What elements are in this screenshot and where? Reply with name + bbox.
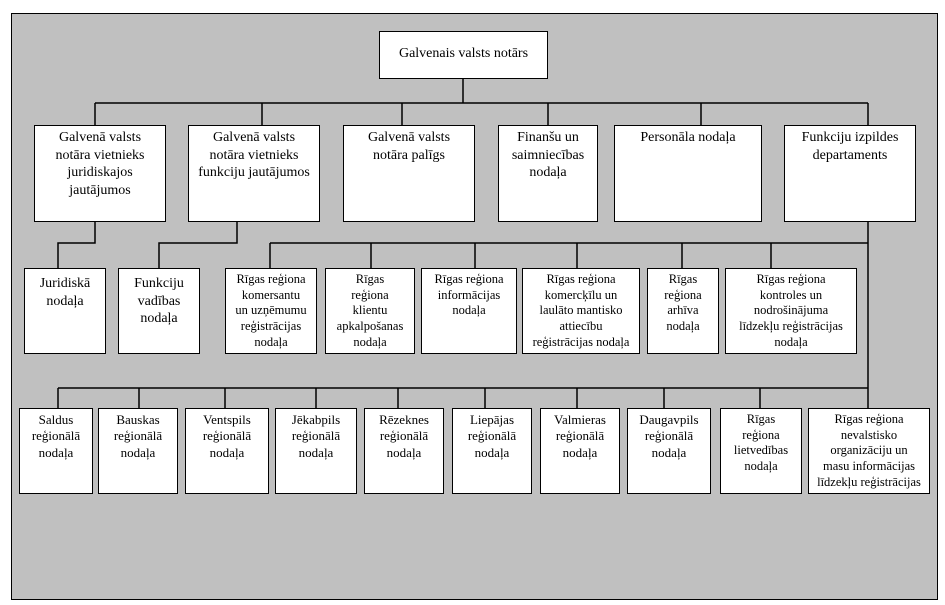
node-label: Jēkabpils reģionālā nodaļa <box>291 412 341 460</box>
node-label: Funkciju izpildes departaments <box>801 130 899 163</box>
node-label: Rīgas reģiona komercķīlu un laulāto mant… <box>532 272 630 349</box>
node-level3: Rīgas reģiona lietvedības nodaļa <box>720 408 802 494</box>
node-level3: Liepājas reģionālā nodaļa <box>452 408 532 494</box>
node-label: Finanšu un saimniecības nodaļa <box>511 130 585 180</box>
connector <box>158 222 238 268</box>
node-level3: Ventspils reģionālā nodaļa <box>185 408 269 494</box>
node-level2: Rīgas reģiona arhīva nodaļa <box>647 268 719 354</box>
node-root: Galvenais valsts notārs <box>379 31 548 79</box>
node-label: Galvenā valsts notāra vietnieks juridisk… <box>55 130 145 198</box>
node-level2: Rīgas reģiona kontroles un nodrošinājuma… <box>725 268 857 354</box>
node-label: Personāla nodaļa <box>640 130 736 145</box>
node-level2: Rīgas reģiona informācijas nodaļa <box>421 268 517 354</box>
node-label: Galvenais valsts notārs <box>398 46 529 61</box>
node-label: Rīgas reģiona lietvedības nodaļa <box>733 412 789 473</box>
node-level2: Funkciju vadības nodaļa <box>118 268 200 354</box>
node-label: Ventspils reģionālā nodaļa <box>202 412 252 460</box>
node-label: Rīgas reģiona kontroles un nodrošinājuma… <box>739 272 843 349</box>
node-level2: Rīgas reģiona komersantu un uzņēmumu reģ… <box>225 268 317 354</box>
node-level1: Personāla nodaļa <box>614 125 762 222</box>
node-level3: Daugavpils reģionālā nodaļa <box>627 408 711 494</box>
node-label: Daugavpils reģionālā nodaļa <box>639 412 699 460</box>
node-label: Galvenā valsts notāra vietnieks funkciju… <box>198 130 310 180</box>
node-label: Galvenā valsts notāra palīgs <box>367 130 451 163</box>
node-label: Valmieras reģionālā nodaļa <box>554 412 606 460</box>
node-label: Liepājas reģionālā nodaļa <box>467 412 517 460</box>
node-level3: Bauskas reģionālā nodaļa <box>98 408 178 494</box>
connector <box>57 222 96 268</box>
node-label: Rīgas reģiona arhīva nodaļa <box>664 272 702 333</box>
node-level3: Rīgas reģiona nevalstisko organizāciju u… <box>808 408 930 494</box>
node-level2: Rīgas reģiona komercķīlu un laulāto mant… <box>522 268 640 354</box>
node-label: Bauskas reģionālā nodaļa <box>113 412 163 460</box>
node-label: Rīgas reģiona informācijas nodaļa <box>434 272 504 318</box>
node-label: Juridiskā nodaļa <box>39 276 91 309</box>
node-level2: Rīgas reģiona klientu apkalpošanas nodaļ… <box>325 268 415 354</box>
node-level1: Finanšu un saimniecības nodaļa <box>498 125 598 222</box>
node-label: Rīgas reģiona klientu apkalpošanas nodaļ… <box>336 272 404 349</box>
node-label: Rīgas reģiona komersantu un uzņēmumu reģ… <box>235 272 307 349</box>
node-label: Rēzeknes reģionālā nodaļa <box>379 412 429 460</box>
node-level1: Galvenā valsts notāra palīgs <box>343 125 475 222</box>
node-level1: Galvenā valsts notāra vietnieks juridisk… <box>34 125 166 222</box>
node-level1: Galvenā valsts notāra vietnieks funkciju… <box>188 125 320 222</box>
node-label: Funkciju vadības nodaļa <box>134 276 184 326</box>
node-level3: Jēkabpils reģionālā nodaļa <box>275 408 357 494</box>
node-level1: Funkciju izpildes departaments <box>784 125 916 222</box>
node-level3: Valmieras reģionālā nodaļa <box>540 408 620 494</box>
node-level3: Saldus reģionālā nodaļa <box>19 408 93 494</box>
node-level3: Rēzeknes reģionālā nodaļa <box>364 408 444 494</box>
node-label: Saldus reģionālā nodaļa <box>31 412 81 460</box>
node-level2: Juridiskā nodaļa <box>24 268 106 354</box>
node-label: Rīgas reģiona nevalstisko organizāciju u… <box>817 412 921 489</box>
